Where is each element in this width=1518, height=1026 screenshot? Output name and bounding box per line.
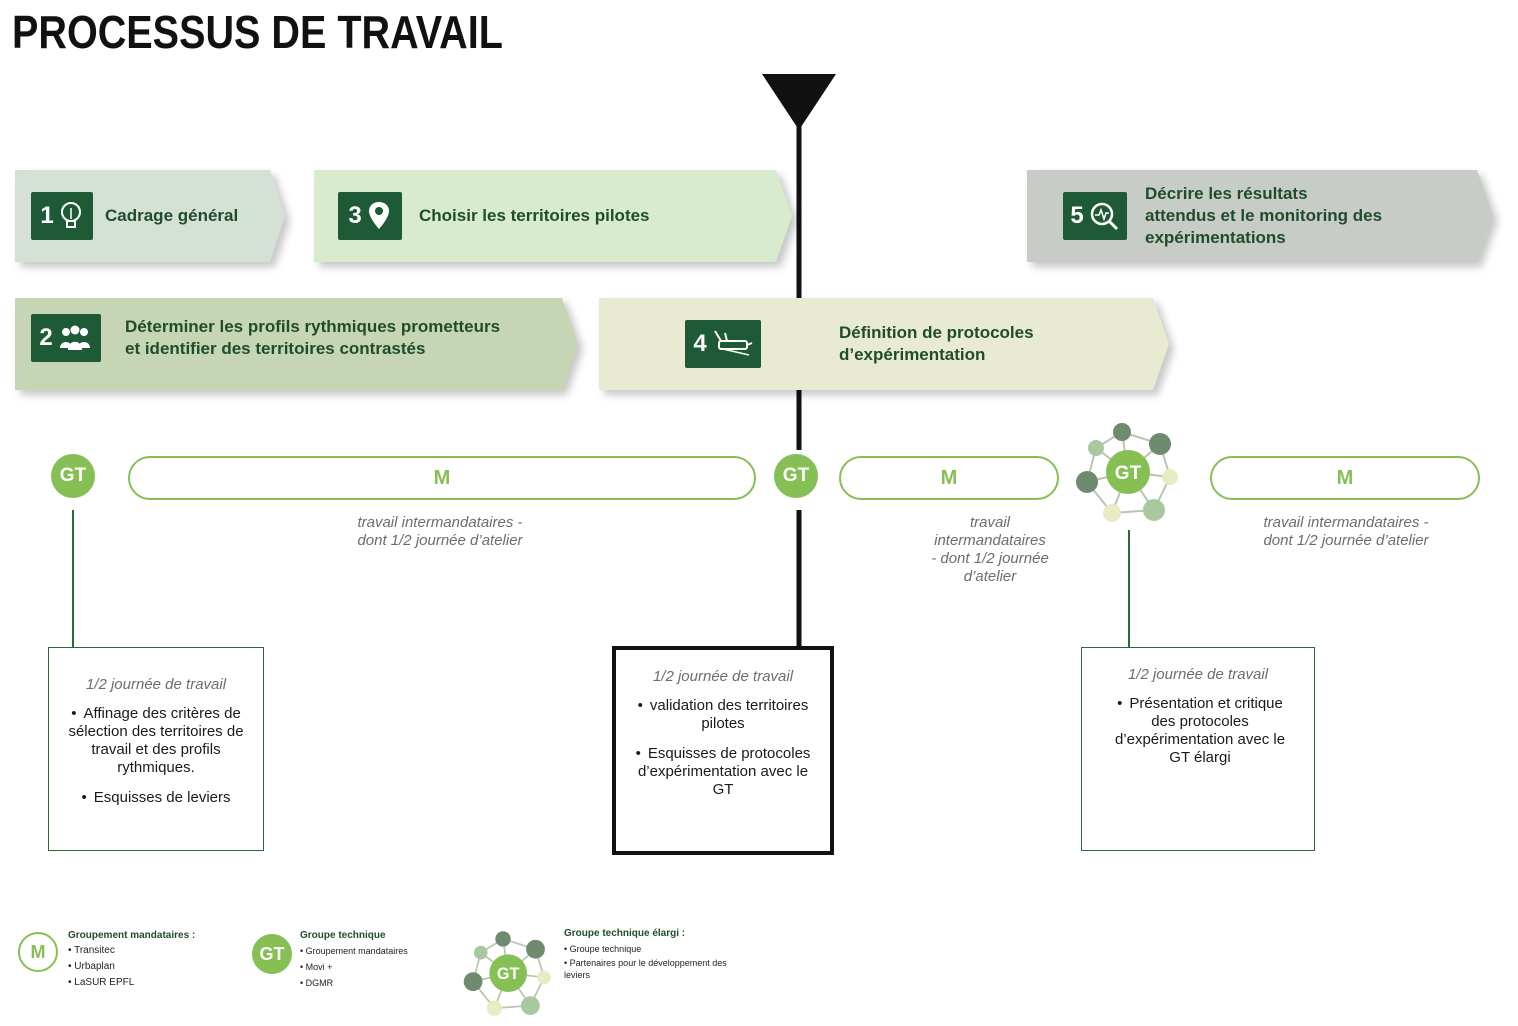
step-3-badge: 3 bbox=[338, 192, 402, 240]
workshop-box-2: 1/2 journée de travail validation des te… bbox=[612, 646, 834, 855]
list-item: Affinage des critères de sélection des t… bbox=[59, 705, 253, 777]
label-line: Décrire les résultats bbox=[1145, 184, 1308, 203]
timeline-note-3: travail intermandataires - dont 1/2 jour… bbox=[1206, 514, 1486, 550]
step-4-protocoles: 4 Définition de protocoles d’expérimenta… bbox=[599, 298, 1169, 390]
timeline-note-2: travail intermandataires - dont 1/2 jour… bbox=[905, 514, 1075, 586]
label-line: Déterminer les profils rythmiques promet… bbox=[125, 317, 501, 336]
mandataires-phase-3: M bbox=[1210, 456, 1480, 500]
current-position-marker bbox=[762, 74, 836, 650]
legend-gt-elargi-symbol: GT bbox=[497, 965, 520, 983]
gt-elargi-network-icon: GT bbox=[463, 931, 551, 1016]
gt-elargi-network-icon: GT bbox=[1076, 423, 1178, 522]
note-line: dont 1/2 journée d’atelier bbox=[1263, 532, 1429, 549]
step-3-territoires: 3 Choisir les territoires pilotes bbox=[314, 170, 792, 262]
legend-item: LaSUR EPFL bbox=[68, 975, 195, 991]
step-1-badge: 1 bbox=[31, 192, 93, 240]
label-line: expérimentations bbox=[1145, 228, 1286, 247]
group-icon bbox=[59, 325, 90, 350]
connector-line-1 bbox=[72, 510, 74, 648]
step-5-monitoring: 5 Décrire les résultats attendus et le m… bbox=[1027, 170, 1493, 262]
step-3-label: Choisir les territoires pilotes bbox=[419, 206, 650, 225]
monitoring-magnifier-icon bbox=[1090, 202, 1118, 231]
list-item: Esquisses de leviers bbox=[59, 789, 253, 807]
legend-m-symbol: M bbox=[18, 932, 58, 972]
label-line: d’expérimentation bbox=[839, 345, 986, 364]
legend-gt-symbol: GT bbox=[252, 934, 292, 974]
gt-marker-2: GT bbox=[774, 454, 818, 498]
legend-list: Groupement mandataires Movi + DGMR bbox=[300, 943, 408, 991]
mandataires-phase-2: M bbox=[839, 456, 1059, 500]
step-1-cadrage: 1 Cadrage général bbox=[15, 170, 285, 262]
map-pin-icon bbox=[368, 202, 389, 229]
legend-item: Transitec bbox=[68, 943, 195, 959]
step-number: 5 bbox=[1070, 202, 1084, 229]
timeline-note-1: travail intermandataires - dont 1/2 jour… bbox=[300, 514, 580, 550]
legend-list: Transitec Urbaplan LaSUR EPFL bbox=[68, 943, 195, 991]
legend-item: Movi + bbox=[300, 959, 408, 975]
note-line: dont 1/2 journée d’atelier bbox=[357, 532, 523, 549]
legend-title: Groupement mandataires : bbox=[68, 930, 196, 941]
connector-line-3 bbox=[1128, 530, 1130, 648]
box-heading: 1/2 journée de travail bbox=[652, 668, 794, 685]
gt-marker-1: GT bbox=[51, 454, 95, 498]
label-line: attendus et le monitoring des bbox=[1145, 206, 1383, 225]
legend-list: Groupe technique Partenaires pour le dév… bbox=[564, 941, 734, 981]
note-line: travail bbox=[969, 514, 1010, 531]
workshop-box-3: 1/2 journée de travail Présentation et c… bbox=[1081, 647, 1315, 851]
step-number: 4 bbox=[693, 330, 707, 357]
list-item: Esquisses de protocoles d’expérimentatio… bbox=[626, 745, 820, 799]
box-heading: 1/2 journée de travail bbox=[85, 676, 227, 693]
label-line: et identifier des territoires contrastés bbox=[125, 339, 426, 358]
legend-m: M Groupement mandataires : Transitec Urb… bbox=[18, 930, 195, 991]
legend-gt-text: Groupe technique Groupement mandataires … bbox=[300, 930, 408, 991]
list-item: Présentation et critique des protocoles … bbox=[1112, 695, 1288, 767]
step-number: 1 bbox=[40, 202, 54, 229]
step-2-profils: 2 Déterminer les profils rythmiques prom… bbox=[15, 298, 578, 390]
lightbulb-icon bbox=[60, 202, 81, 228]
page-title: PROCESSUS DE TRAVAIL bbox=[12, 6, 503, 58]
legend-item: Groupe technique bbox=[564, 941, 734, 957]
legend-title: Groupe technique bbox=[300, 930, 386, 941]
note-line: d’atelier bbox=[963, 568, 1017, 585]
step-5-label: Décrire les résultats attendus et le mon… bbox=[1145, 183, 1382, 249]
step-4-label: Définition de protocoles d’expérimentati… bbox=[839, 322, 1034, 366]
legend-item: Groupement mandataires bbox=[300, 943, 408, 959]
list-item: validation des territoires pilotes bbox=[626, 697, 820, 733]
legend-gt-elargi-text: Groupe technique élargi : Groupe techniq… bbox=[564, 928, 734, 1020]
step-5-badge: 5 bbox=[1063, 192, 1127, 240]
note-line: - dont 1/2 journée bbox=[931, 550, 1049, 567]
protocol-tool-icon bbox=[713, 330, 753, 356]
legend-gt-elargi: GT Groupe technique élargi : Groupe tech… bbox=[462, 928, 734, 1020]
legend-item: DGMR bbox=[300, 975, 408, 991]
box-list: Affinage des critères de sélection des t… bbox=[59, 705, 253, 807]
box-list: Présentation et critique des protocoles … bbox=[1112, 695, 1288, 767]
mandataires-phase-1: M bbox=[128, 456, 756, 500]
step-1-label: Cadrage général bbox=[105, 206, 239, 225]
step-number: 3 bbox=[348, 202, 362, 229]
note-line: intermandataires bbox=[934, 532, 1046, 549]
gt-elargi-label: GT bbox=[1115, 463, 1142, 484]
legend-item: Urbaplan bbox=[68, 959, 195, 975]
label-line: Définition de protocoles bbox=[839, 323, 1034, 342]
workshop-box-1: 1/2 journée de travail Affinage des crit… bbox=[48, 647, 264, 851]
legend-gt: GT Groupe technique Groupement mandatair… bbox=[252, 930, 408, 991]
step-2-label: Déterminer les profils rythmiques promet… bbox=[125, 316, 500, 360]
step-4-badge: 4 bbox=[685, 320, 761, 368]
note-line: travail intermandataires - bbox=[357, 514, 523, 531]
step-number: 2 bbox=[39, 324, 53, 351]
legend-item: Partenaires pour le développement des le… bbox=[564, 957, 734, 981]
box-heading: 1/2 journée de travail bbox=[1127, 666, 1269, 683]
box-list: validation des territoires pilotes Esqui… bbox=[626, 697, 820, 799]
legend-m-text: Groupement mandataires : Transitec Urbap… bbox=[68, 930, 195, 991]
note-line: travail intermandataires - bbox=[1263, 514, 1429, 531]
step-2-badge: 2 bbox=[31, 314, 101, 362]
legend-title: Groupe technique élargi : bbox=[564, 928, 686, 939]
